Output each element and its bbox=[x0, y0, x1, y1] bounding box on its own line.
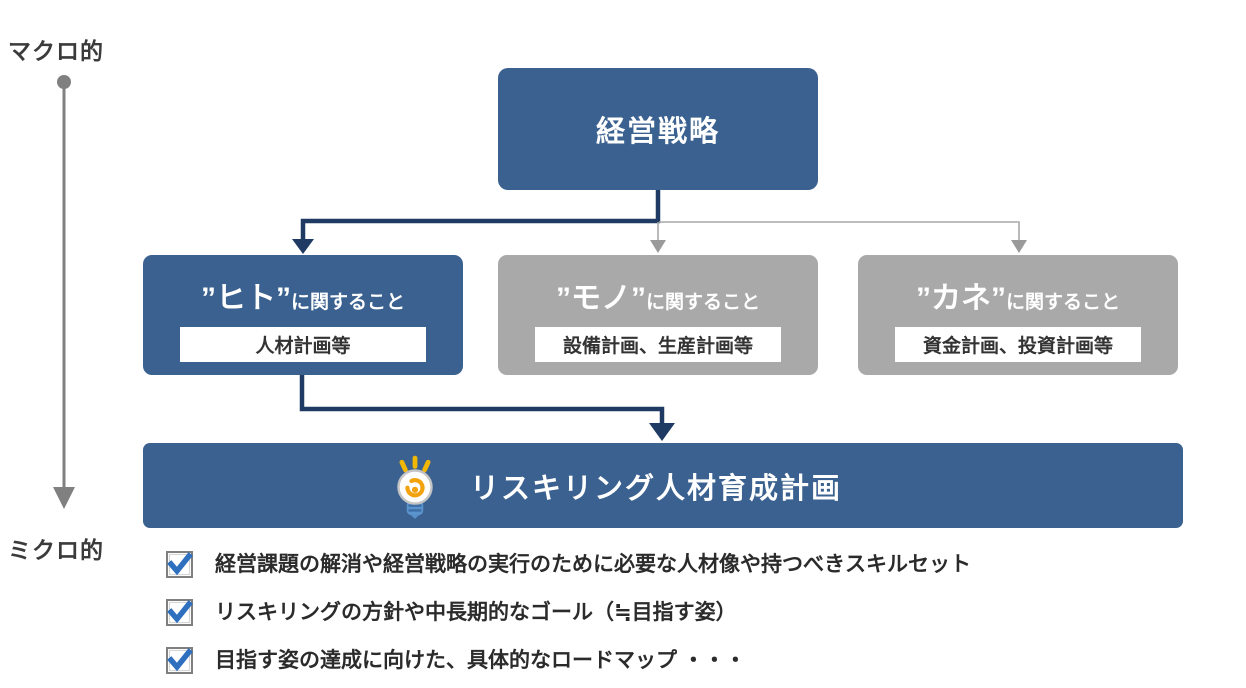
category-suffix: に関すること bbox=[645, 292, 760, 313]
lightbulb-icon bbox=[397, 455, 433, 519]
category-sub-box: 人材計画等 bbox=[180, 327, 426, 362]
checklist-item: 目指す姿の達成に向けた、具体的なロードマップ ・・・ bbox=[166, 647, 971, 674]
checked-checkbox-icon bbox=[166, 647, 193, 674]
category-sub-label: 人材計画等 bbox=[255, 336, 351, 357]
category-keyword: ”カネ” bbox=[915, 282, 1006, 315]
category-box-mono: ”モノ”に関すること 設備計画、生産計画等 bbox=[498, 255, 818, 375]
category-sub-box: 資金計画、投資計画等 bbox=[895, 327, 1141, 362]
checklist-item: リスキリングの方針や中長期的なゴール（≒目指す姿） bbox=[166, 599, 971, 626]
category-suffix: に関すること bbox=[1005, 292, 1120, 313]
macro-micro-axis-arrow bbox=[53, 75, 75, 509]
category-title: ”モノ”に関すること bbox=[498, 273, 818, 317]
plan-bar: リスキリング人材育成計画 bbox=[143, 443, 1183, 528]
category-sub-label: 設備計画、生産計画等 bbox=[562, 336, 753, 357]
category-title: ”ヒト”に関すること bbox=[143, 273, 463, 317]
plan-bar-label: リスキリング人材育成計画 bbox=[469, 472, 842, 505]
checklist-item-text: 目指す姿の達成に向けた、具体的なロードマップ ・・・ bbox=[215, 649, 746, 672]
category-sub-label: 資金計画、投資計画等 bbox=[922, 336, 1113, 357]
strategy-box: 経営戦略 bbox=[498, 68, 818, 190]
strategy-to-hito-arrow bbox=[292, 190, 661, 254]
category-keyword: ”ヒト” bbox=[200, 282, 291, 315]
category-suffix: に関すること bbox=[290, 292, 405, 313]
micro-axis-label: ミクロ的 bbox=[8, 537, 104, 563]
category-sub-box: 設備計画、生産計画等 bbox=[535, 327, 781, 362]
hito-to-plan-arrow bbox=[299, 375, 675, 441]
category-keyword: ”モノ” bbox=[555, 282, 646, 315]
category-title: ”カネ”に関すること bbox=[858, 273, 1178, 317]
category-box-kane: ”カネ”に関すること 資金計画、投資計画等 bbox=[858, 255, 1178, 375]
strategy-box-label: 経営戦略 bbox=[595, 116, 720, 148]
checklist-item: 経営課題の解消や経営戦略の実行のために必要な人材像や持つべきスキルセット bbox=[166, 551, 971, 578]
strategy-to-mono-kane-arrows bbox=[650, 221, 1027, 253]
checked-checkbox-icon bbox=[166, 551, 193, 578]
checked-checkbox-icon bbox=[166, 599, 193, 626]
macro-axis-label: マクロ的 bbox=[8, 38, 104, 64]
checklist-item-text: 経営課題の解消や経営戦略の実行のために必要な人材像や持つべきスキルセット bbox=[215, 553, 971, 576]
checklist-item-text: リスキリングの方針や中長期的なゴール（≒目指す姿） bbox=[215, 601, 737, 624]
checklist: 経営課題の解消や経営戦略の実行のために必要な人材像や持つべきスキルセット リスキ… bbox=[166, 551, 971, 674]
category-box-hito: ”ヒト”に関すること 人材計画等 bbox=[143, 255, 463, 375]
